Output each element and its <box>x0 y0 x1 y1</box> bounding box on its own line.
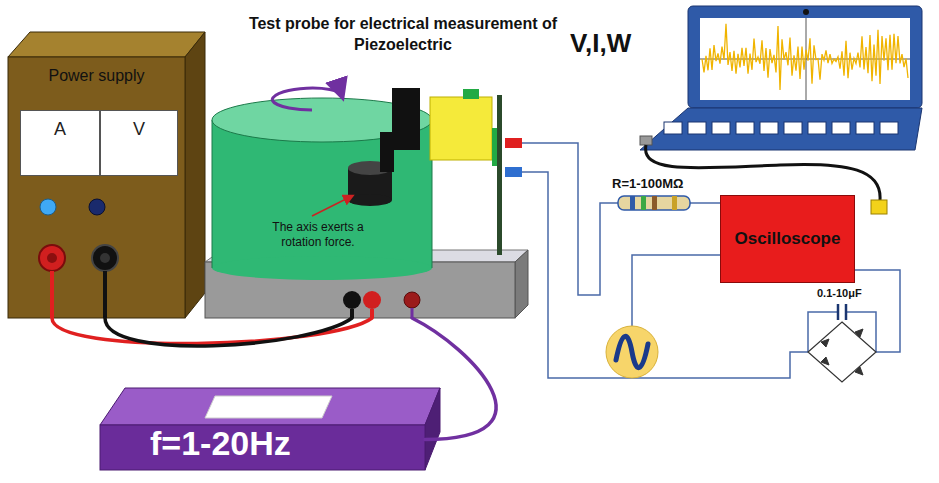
cable <box>105 318 352 346</box>
oscilloscope-box: Oscilloscope <box>720 195 855 283</box>
test-probe: The axis exerts a rotation force. <box>205 95 515 318</box>
resistor-symbol <box>618 196 690 210</box>
probe-base <box>205 250 528 318</box>
power-supply-body <box>8 32 205 318</box>
cable <box>412 318 496 440</box>
node-text: Power supply <box>8 67 185 85</box>
node-text: Oscilloscope <box>735 229 841 249</box>
function-generator <box>100 388 440 470</box>
power-supply: Power supplyAV <box>8 57 185 318</box>
ac-source-symbol <box>606 326 658 378</box>
node-text: A <box>21 119 99 140</box>
probe-cylinder <box>212 88 522 280</box>
node-text: The axis exerts a rotation force. <box>260 220 376 250</box>
ammeter-display: A <box>20 110 100 176</box>
voltmeter-display: V <box>100 110 178 176</box>
measured-quantities: V,I,W <box>570 28 631 59</box>
measurement-circuit <box>522 143 900 382</box>
node-text: V <box>101 119 177 140</box>
function-generator-box: f=1-20Hz <box>100 385 425 470</box>
resistor-value: R=1-100MΩ <box>612 176 683 191</box>
node-text: f=1-20Hz <box>150 425 291 462</box>
diagram-title: Test probe for electrical measurement of… <box>238 14 568 56</box>
capacitor-value: 0.1-10μF <box>816 287 863 299</box>
